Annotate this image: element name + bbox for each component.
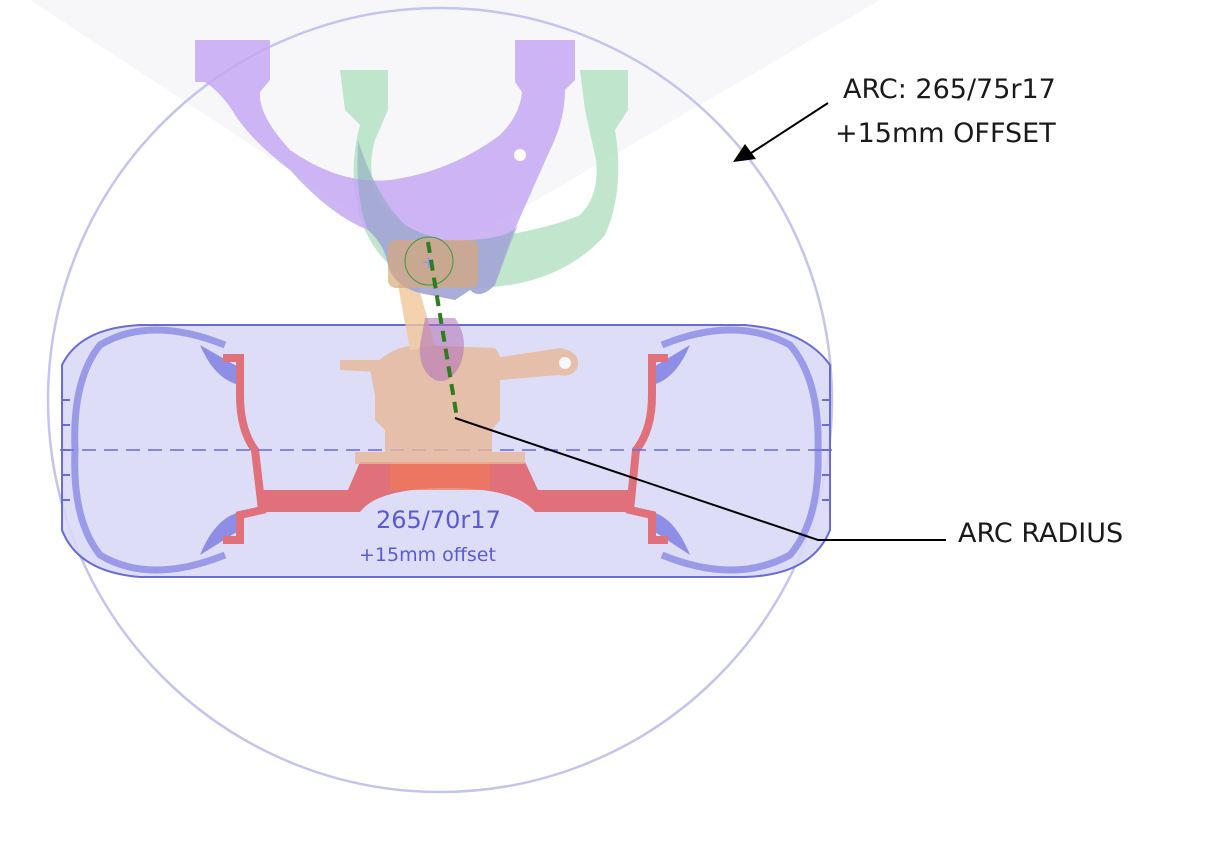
lower-ball-joint (419, 318, 464, 381)
bead-right-bottom (652, 512, 690, 555)
arc-label-line1: ARC: 265/75r17 (843, 74, 1056, 105)
upper-ball-joint (404, 236, 454, 286)
bead-left-top (200, 345, 240, 385)
arc-label-arrow-line (747, 102, 829, 156)
spindle-plate (355, 452, 525, 464)
hub-mount (390, 462, 490, 490)
bead-left-bottom (200, 512, 240, 555)
arc-radius-label: ARC RADIUS (958, 518, 1123, 549)
tie-rod-hole (559, 357, 571, 369)
tire-sidewall-left (71, 326, 227, 574)
arc-circle (46, 6, 834, 794)
rim-left-flange (223, 354, 267, 544)
tire-offset-label: +15mm offset (359, 544, 496, 566)
arc-label-arrowhead (733, 144, 756, 162)
steering-knuckle (340, 285, 579, 464)
upper-control-arm (195, 40, 575, 300)
tire-size-label: 265/70r17 (376, 506, 501, 534)
wheel-rim (223, 354, 668, 544)
bead-right-top (652, 345, 690, 385)
knuckle-body (370, 345, 502, 460)
kingpin-axis (426, 241, 459, 419)
arc-label-line2: +15mm OFFSET (835, 118, 1056, 149)
arc-radius-leader (454, 417, 946, 541)
tread-notches-right (822, 399, 830, 501)
knuckle-stub-left (340, 360, 380, 372)
knuckle-steering-arm (495, 348, 579, 380)
rim-right-flange (625, 354, 668, 544)
upper-arm-hole (514, 149, 526, 161)
